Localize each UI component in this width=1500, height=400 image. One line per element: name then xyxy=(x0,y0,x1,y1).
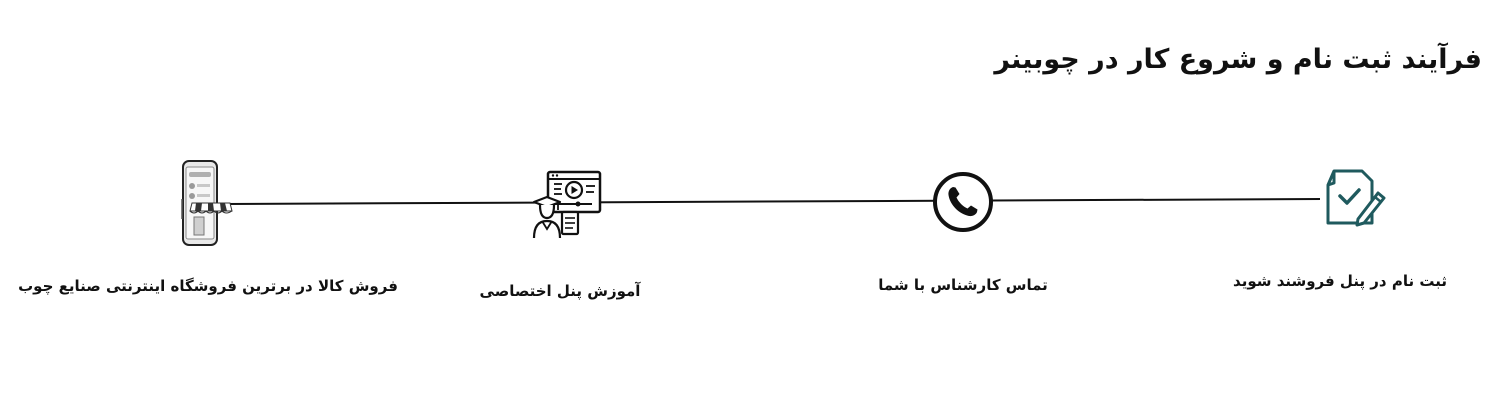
step-label-expert-call: تماس کارشناس با شما xyxy=(878,276,1048,294)
page-title: فرآیند ثبت نام و شروع کار در چوبینر xyxy=(994,44,1482,75)
phone-icon xyxy=(933,172,993,232)
step-label-sell-products: فروش کالا در برترین فروشگاه اینترنتی صنا… xyxy=(18,277,398,295)
step-label-register: ثبت نام در پنل فروشند شوید xyxy=(1233,272,1447,290)
signed-document-icon xyxy=(1320,169,1386,227)
mobile-store-icon xyxy=(181,160,233,246)
video-training-icon xyxy=(532,170,602,239)
step-label-panel-training: آموزش پنل اختصاصی xyxy=(479,282,641,300)
